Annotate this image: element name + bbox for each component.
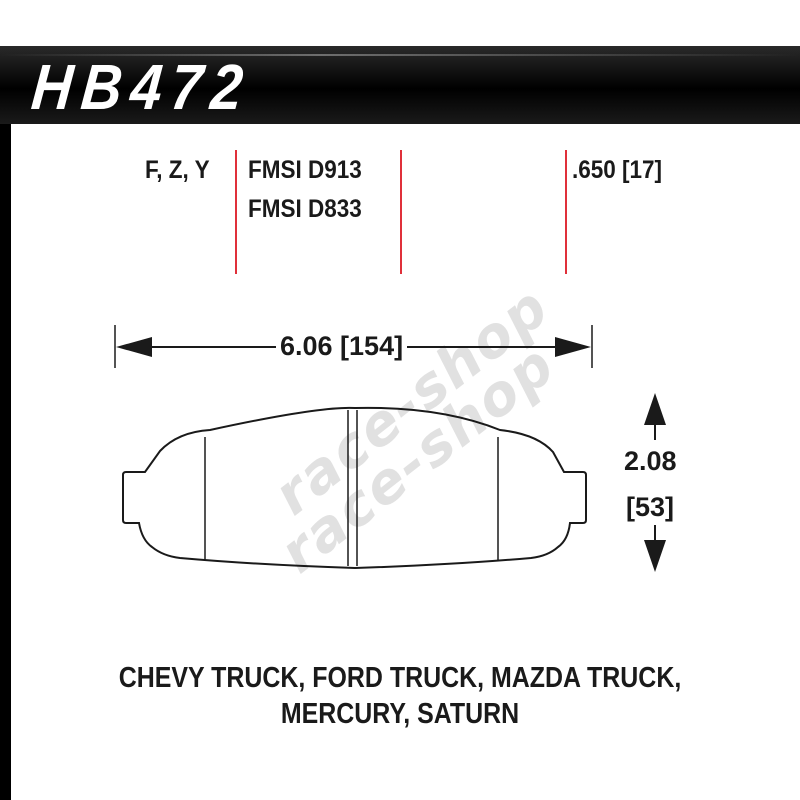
compound-codes: F, Z, Y (145, 156, 210, 184)
height-arrow-down (644, 540, 666, 572)
left-rail (0, 124, 11, 800)
pad-thickness: .650 [17] (572, 156, 663, 184)
vehicle-applications: CHEVY TRUCK, FORD TRUCK, MAZDA TRUCK, ME… (0, 660, 800, 732)
width-dimension-label: 6.06 [154] (276, 331, 408, 361)
spec-divider-2 (400, 150, 402, 274)
width-arrow-left (116, 337, 152, 357)
applications-line-1: CHEVY TRUCK, FORD TRUCK, MAZDA TRUCK, (118, 662, 682, 694)
fmsi-code-2: FMSI D833 (248, 195, 362, 223)
height-dimension-mm: [53] (622, 492, 679, 522)
header-bar (0, 46, 800, 124)
fmsi-code-1: FMSI D913 (248, 156, 362, 184)
pad-outline (122, 406, 587, 570)
height-arrow-up (644, 393, 666, 425)
spec-divider-1 (235, 150, 237, 274)
height-dimension-inches: 2.08 (620, 446, 681, 476)
spec-divider-3 (565, 150, 567, 274)
applications-line-2: MERCURY, SATURN (280, 698, 520, 730)
width-arrow-right (555, 337, 591, 357)
